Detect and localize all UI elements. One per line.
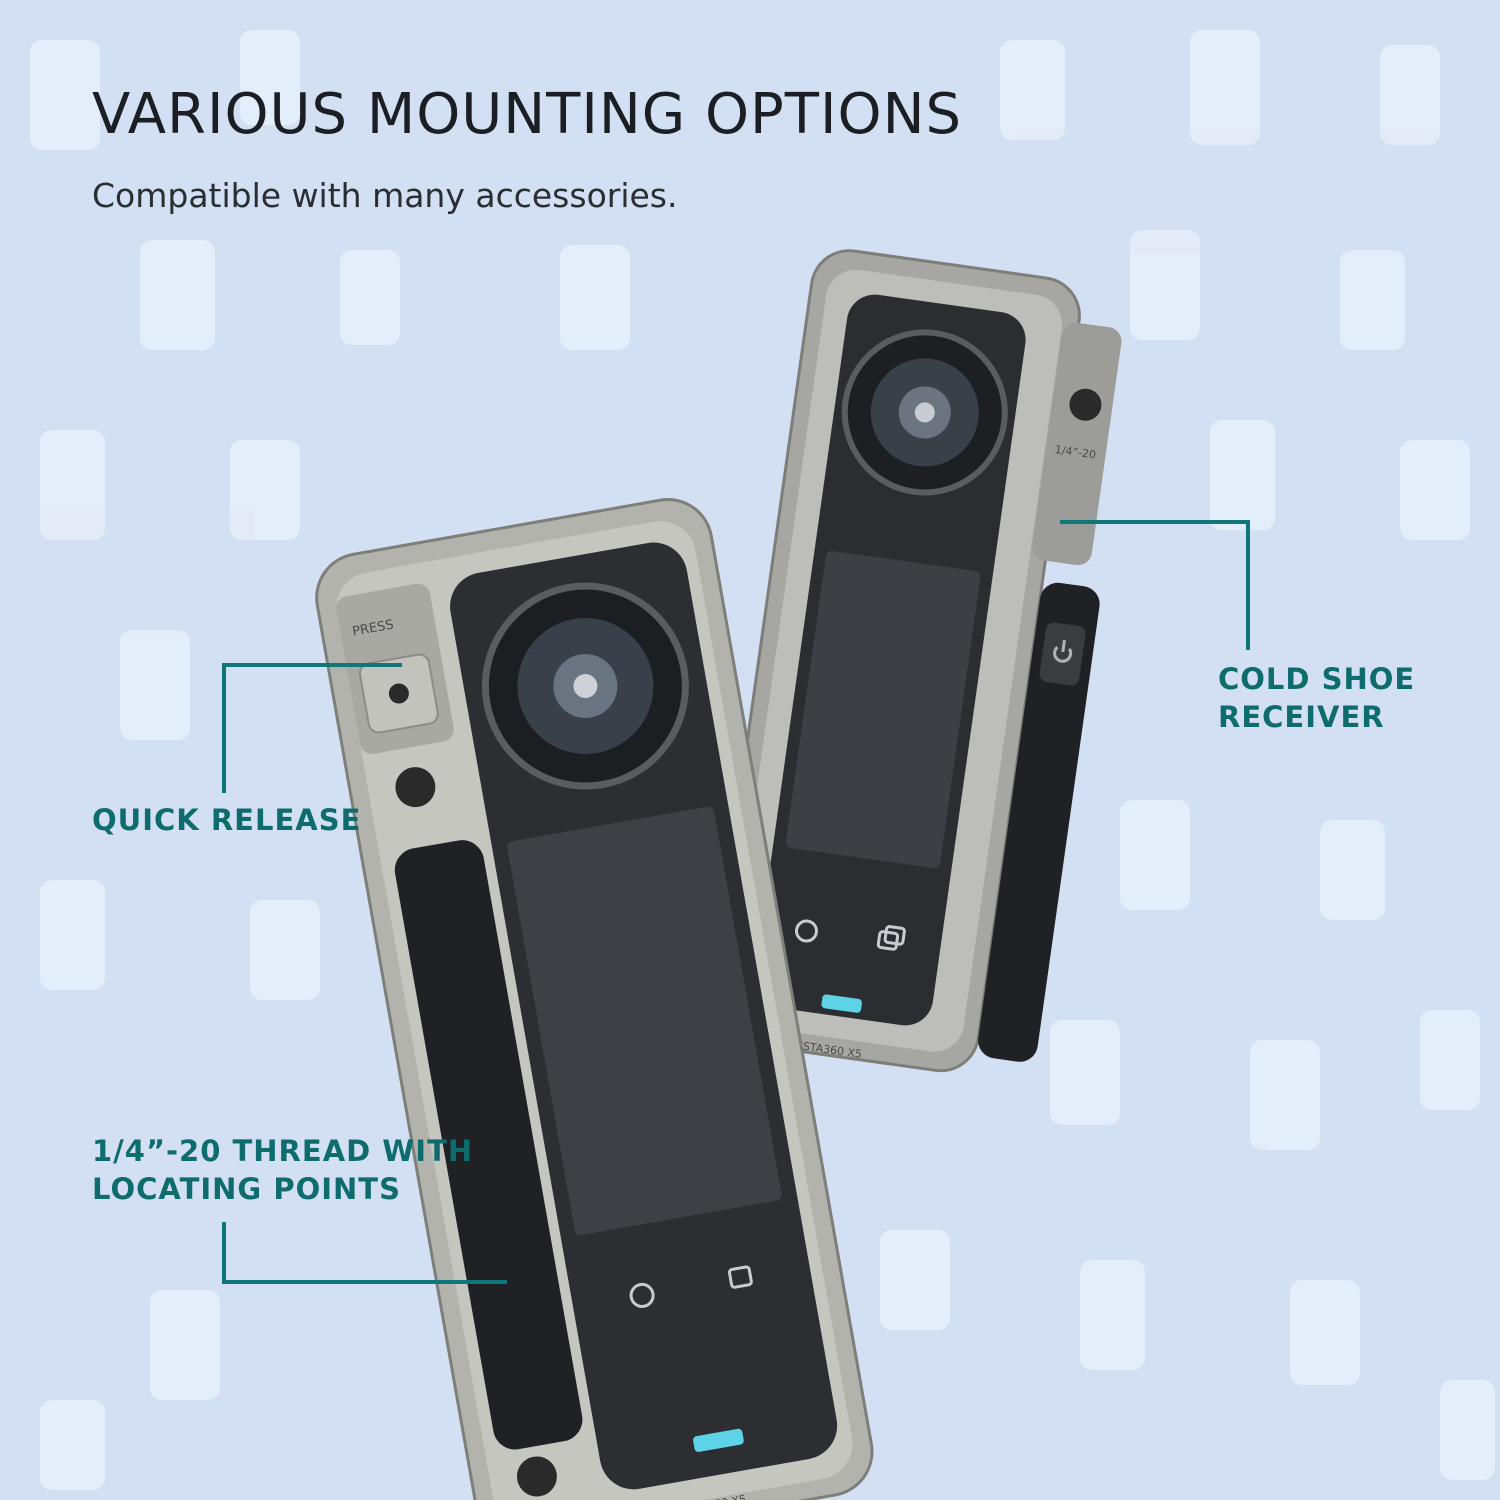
press-engraving: PRESS xyxy=(351,618,395,640)
cold-shoe-leader-h xyxy=(1060,520,1250,524)
quick-release-label: QUICK RELEASE xyxy=(92,801,361,839)
quick-release-text: QUICK RELEASE xyxy=(92,803,362,837)
quick-release-leader-h xyxy=(222,663,402,667)
cold-shoe-text-line2: RECEIVER xyxy=(1218,700,1385,734)
right-camera: 1/4”-20 FOR INSTA360 X5 xyxy=(709,249,1122,1073)
thread-label: 1/4”-20 THREAD WITH LOCATING POINTS xyxy=(92,1132,473,1208)
mode-switch-icon xyxy=(876,925,906,951)
thread-leader-h xyxy=(222,1280,507,1284)
cold-shoe-leader-v xyxy=(1246,520,1250,650)
thread-text-line1: 1/4”-20 THREAD WITH xyxy=(92,1134,474,1168)
power-icon xyxy=(1053,639,1073,663)
left-camera: PRESS 1/4”-20 FOR INSTA360 X5 xyxy=(315,498,874,1500)
thread-leader-v xyxy=(222,1222,226,1284)
cold-shoe-label: COLD SHOE RECEIVER xyxy=(1218,660,1415,736)
quick-release-leader-v xyxy=(222,663,226,793)
cold-shoe-text-line1: COLD SHOE xyxy=(1218,662,1416,696)
record-icon xyxy=(794,919,818,943)
thread-text-line2: LOCATING POINTS xyxy=(92,1172,401,1206)
page-title: VARIOUS MOUNTING OPTIONS xyxy=(92,82,963,147)
thread-engraving-right: 1/4”-20 xyxy=(1054,443,1097,462)
page-subtitle: Compatible with many accessories. xyxy=(92,176,678,215)
